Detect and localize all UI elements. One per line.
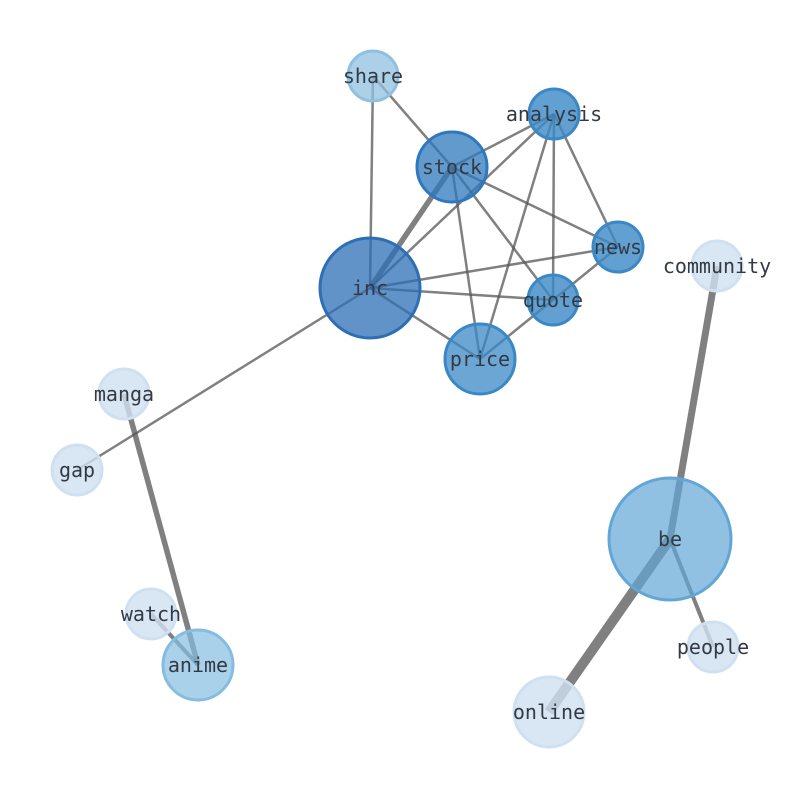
node-label-inc: inc bbox=[352, 276, 388, 300]
node-label-quote: quote bbox=[523, 288, 583, 312]
node-label-analysis: analysis bbox=[506, 102, 602, 126]
node-label-people: people bbox=[677, 635, 749, 659]
node-gap[interactable] bbox=[50, 443, 104, 497]
node-online[interactable] bbox=[512, 675, 586, 749]
node-be[interactable] bbox=[607, 476, 733, 602]
node-label-anime: anime bbox=[168, 653, 228, 677]
edge-manga-anime bbox=[121, 393, 201, 666]
node-label-stock: stock bbox=[422, 155, 482, 179]
node-label-be: be bbox=[658, 527, 682, 551]
edge-inc-gap bbox=[76, 286, 371, 472]
node-label-watch: watch bbox=[121, 602, 181, 626]
node-label-manga: manga bbox=[94, 382, 154, 406]
node-label-online: online bbox=[513, 700, 585, 724]
node-label-share: share bbox=[343, 64, 403, 88]
node-manga[interactable] bbox=[97, 367, 151, 421]
node-label-news: news bbox=[594, 235, 642, 259]
node-inc[interactable] bbox=[318, 236, 422, 340]
edge-analysis-price bbox=[478, 113, 556, 360]
node-community[interactable] bbox=[690, 239, 744, 293]
node-stock[interactable] bbox=[415, 130, 489, 204]
node-label-community: community bbox=[663, 254, 771, 278]
node-watch[interactable] bbox=[124, 587, 178, 641]
node-analysis[interactable] bbox=[527, 87, 581, 141]
node-anime[interactable] bbox=[161, 628, 235, 702]
node-news[interactable] bbox=[591, 220, 645, 274]
node-people[interactable] bbox=[686, 620, 740, 674]
label-layer: share analysis stock news community inc quote p… bbox=[59, 64, 771, 724]
node-price[interactable] bbox=[443, 322, 517, 396]
node-layer bbox=[50, 49, 744, 749]
node-quote[interactable] bbox=[526, 273, 580, 327]
node-label-gap: gap bbox=[59, 458, 95, 482]
node-share[interactable] bbox=[346, 49, 400, 103]
node-label-price: price bbox=[450, 347, 510, 371]
edge-analysis-quote bbox=[551, 113, 556, 301]
